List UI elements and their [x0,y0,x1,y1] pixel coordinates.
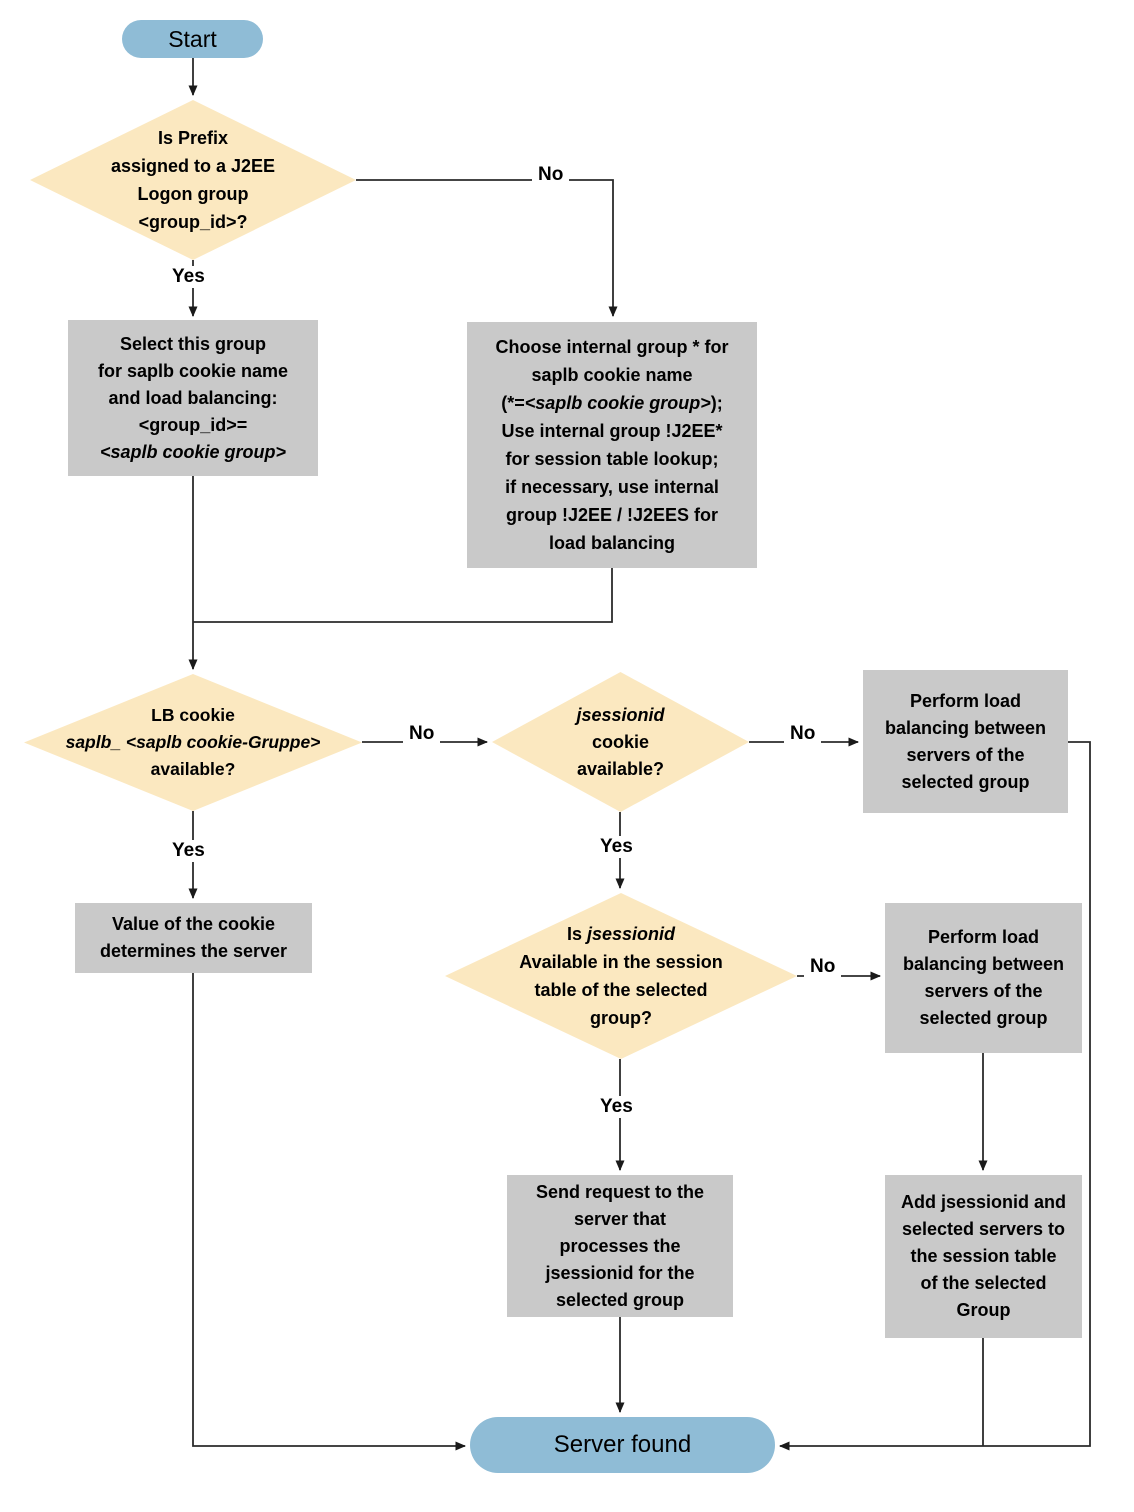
text-line: jsessionid for the [545,1262,695,1283]
text-line: <saplb cookie group> [99,441,287,462]
text-line: Send request to the [535,1181,705,1202]
text-line: Perform load [909,690,1022,711]
text-line: <group_id>= [138,414,248,435]
text-line: balancing between [902,954,1065,974]
text-line: Add jsessionid and [900,1192,1067,1212]
text-line: load balancing [548,533,676,553]
start-label: Start [168,25,217,52]
text-line: Group [956,1300,1011,1320]
text-line: Is jsessionid [567,920,675,948]
text-line: Value of the cookie [111,914,276,934]
text-line: processes the [559,1235,681,1256]
text-line: Use internal group !J2EE* [501,421,723,441]
text-line: Choose internal group * for [495,337,729,357]
edge-label-jsess-yes: Yes [594,836,639,858]
edge-value-to-server [192,973,466,1451]
process-add-jsessionid: Add jsessionid and selected servers to t… [885,1175,1082,1338]
text-line: (*=<saplb cookie group>); [501,389,723,417]
text-line: <group_id>? [138,212,248,232]
text-line: balancing between [884,717,1047,738]
text-line: for session table lookup; [505,449,719,469]
text-segment: (*= [501,393,525,413]
start-node: Start [122,20,263,58]
text-line: selected group [555,1289,685,1310]
edge-prefix-no-to-choose [356,179,618,317]
text-line: available? [576,758,665,779]
text-segment: ); [710,393,723,413]
text-line: group !J2EE / !J2EES for [505,505,719,525]
text-line: server that [573,1208,667,1229]
edge-choose-merge [193,568,613,623]
text-line: of the selected [920,1273,1047,1293]
text-line: Select this group [119,333,267,354]
text-line: selected group [919,1008,1048,1028]
text-line: Perform load [927,927,1040,947]
text-line: and load balancing: [108,387,278,408]
edge-perform-top-to-server [779,741,1091,1451]
process-choose-internal-group: Choose internal group * for saplb cookie… [467,322,757,568]
text-line: selected servers to [901,1219,1066,1239]
edge-label-session-no: No [804,956,842,978]
server-found-label: Server found [553,1431,692,1458]
text-line: table of the selected [534,980,708,1000]
text-segment-italic: jsessionid [586,924,676,944]
text-line: group? [590,1008,652,1028]
text-line: cookie [591,731,650,752]
edge-label-lb-no: No [403,723,441,745]
process-perform-load-balancing-mid: Perform load balancing between servers o… [885,903,1082,1053]
text-line: determines the server [99,941,288,961]
text-line: jsessionid [576,704,665,725]
edge-label-lb-yes: Yes [166,840,211,862]
text-line: if necessary, use internal [505,477,719,497]
text-segment: Is [566,924,587,944]
edge-label-session-yes: Yes [594,1096,639,1118]
text-line: available? [150,759,236,779]
text-line: Available in the session [519,952,723,972]
text-line: assigned to a J2EE [110,156,276,176]
text-line: LB cookie [151,705,235,725]
process-send-request: Send request to the server that processe… [507,1175,733,1317]
text-line: saplb_ <saplb cookie-Gruppe> [65,732,321,752]
text-line: servers of the [906,744,1025,765]
text-line: saplb cookie name [531,365,693,385]
process-value-of-cookie: Value of the cookie determines the serve… [75,903,312,973]
text-line: Logon group [137,184,249,204]
edge-label-prefix-yes: Yes [166,266,211,288]
process-select-group: Select this group for saplb cookie name … [68,320,318,476]
text-line: for saplb cookie name [97,360,289,381]
text-line: the session table [910,1246,1057,1266]
edge-label-jsess-no: No [784,723,822,745]
text-line: servers of the [924,981,1043,1001]
text-line: selected group [901,771,1030,792]
text-line: Is Prefix [157,128,229,148]
edge-label-prefix-no: No [532,164,570,186]
server-found-node: Server found [470,1417,775,1473]
process-perform-load-balancing-top: Perform load balancing between servers o… [863,670,1068,813]
text-segment-italic: <saplb cookie group> [524,393,711,413]
